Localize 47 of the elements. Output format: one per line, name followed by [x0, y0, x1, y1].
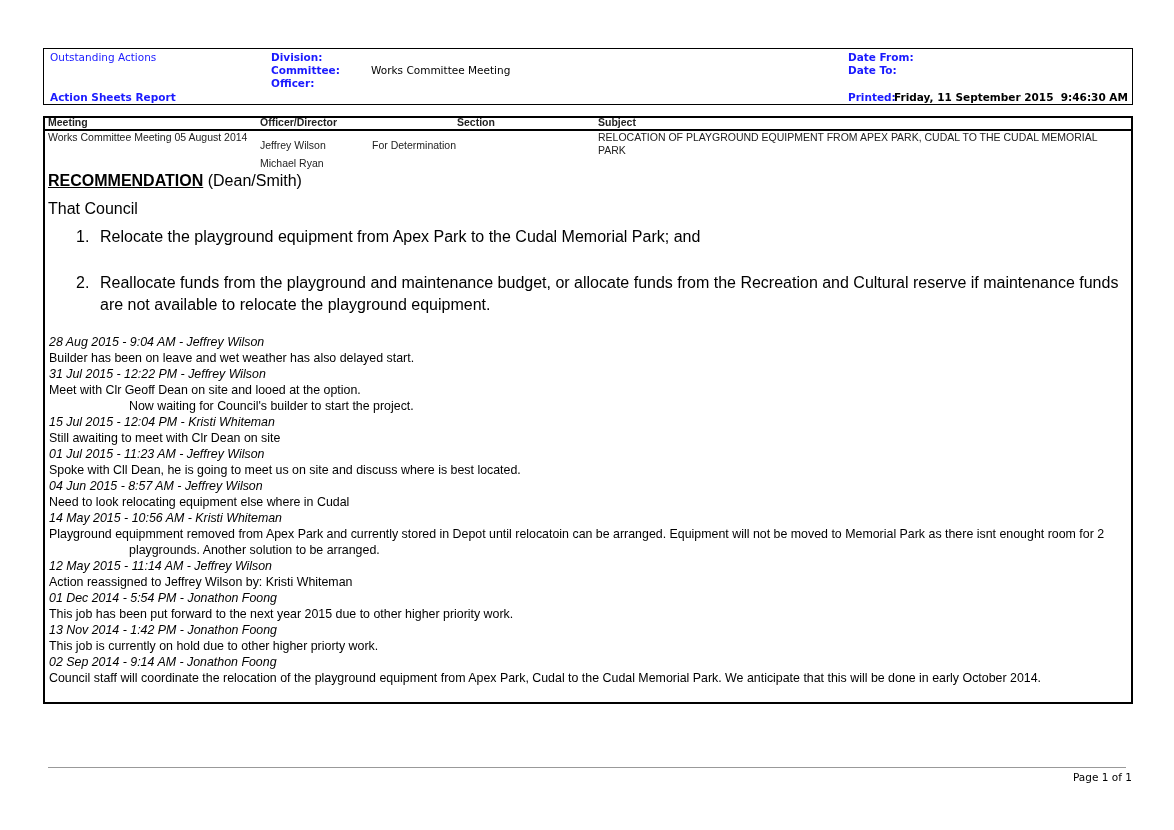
- log-entry-header: 15 Jul 2015 - 12:04 PM - Kristi Whiteman: [49, 414, 276, 430]
- log-entry-text: Now waiting for Council's builder to start the project.: [128, 398, 415, 414]
- table-cell: Michael Ryan: [260, 157, 324, 170]
- log-entry-text: Action reassigned to Jeffrey Wilson by: Kristi Whiteman: [49, 574, 354, 590]
- table-cell: For Determination: [372, 139, 457, 152]
- log-entry-text: Playground equipmment removed from Apex Park and currently stored in Depot until relocatoin can be arranged. Equipment will not be moved to Memorial Park as there isnt enought room for 2 playgrounds. Another solution to be arranged.: [49, 526, 1106, 558]
- column-header: Subject: [598, 116, 636, 129]
- page-number: Page 1 of 1: [1073, 771, 1132, 784]
- table-cell: Works Committee Meeting 05 August 2014: [48, 131, 248, 144]
- log-entry-text: Council staff will coordinate the relocation of the playground equipment from Apex Park, Cudal to the Cudal Memorial Park. We anticipate that this will be done in early October 2014.: [49, 670, 1043, 686]
- column-header: Section: [457, 116, 495, 129]
- field-label: Date From:: [848, 51, 914, 64]
- field-label: Division:: [271, 51, 323, 64]
- log-entry-text: Meet with Clr Geoff Dean on site and looed at the option.: [49, 382, 362, 398]
- table-cell: RELOCATION OF PLAYGROUND EQUIPMENT FROM APEX PARK, CUDAL TO THE CUDAL MEMORIAL PARK: [598, 131, 1098, 157]
- report-category: Outstanding Actions: [50, 51, 157, 64]
- column-header: Officer/Director: [260, 116, 338, 129]
- log-entry-text: Spoke with Cll Dean, he is going to meet us on site and discuss where is best located.: [49, 462, 522, 478]
- log-entry-header: 02 Sep 2014 - 9:14 AM - Jonathon Foong: [49, 654, 278, 670]
- log-entry-header: 01 Dec 2014 - 5:54 PM - Jonathon Foong: [49, 590, 278, 606]
- log-entry-header: 01 Jul 2015 - 11:23 AM - Jeffrey Wilson: [49, 446, 266, 462]
- field-label: Date To:: [848, 64, 897, 77]
- log-entry-text: Builder has been on leave and wet weather has also delayed start.: [49, 350, 416, 366]
- log-entry-header: 14 May 2015 - 10:56 AM - Kristi Whiteman: [49, 510, 283, 526]
- log-entry-header: 12 May 2015 - 11:14 AM - Jeffrey Wilson: [49, 558, 273, 574]
- log-entry-text: This job has been put forward to the next year 2015 due to other higher priority work.: [49, 606, 515, 622]
- list-number: 1.: [76, 227, 90, 247]
- field-label: Committee:: [271, 64, 340, 77]
- table-cell: Jeffrey Wilson: [260, 139, 326, 152]
- log-entry-header: 13 Nov 2014 - 1:42 PM - Jonathon Foong: [49, 622, 278, 638]
- resolution-intro: That Council: [48, 199, 138, 219]
- field-label: Printed:: [848, 91, 896, 104]
- log-entry-header: 31 Jul 2015 - 12:22 PM - Jeffrey Wilson: [49, 366, 267, 382]
- log-entry-header: 28 Aug 2015 - 9:04 AM - Jeffrey Wilson: [49, 334, 266, 350]
- field-label: Officer:: [271, 77, 315, 90]
- log-entry-text: Still awaiting to meet with Clr Dean on site: [49, 430, 282, 446]
- list-item: Relocate the playground equipment from Apex Park to the Cudal Memorial Park; and: [100, 227, 701, 247]
- column-header: Meeting: [48, 116, 88, 129]
- list-number: 2.: [76, 273, 90, 293]
- log-entry-header: 04 Jun 2015 - 8:57 AM - Jeffrey Wilson: [49, 478, 264, 494]
- log-entry-text: Need to look relocating equipment else where in Cudal: [49, 494, 351, 510]
- log-entry-text: This job is currently on hold due to other higher priorty work.: [49, 638, 380, 654]
- recommendation-heading: RECOMMENDATION (Dean/Smith): [48, 171, 302, 191]
- field-value: Works Committee Meeting: [371, 64, 511, 77]
- list-item: Reallocate funds from the playground and maintenance budget, or allocate funds from the Recreation and Cultural reserve if maintenance funds are not available to relocate the playground equipment.: [100, 273, 1120, 315]
- print-timestamp: Friday, 11 September 2015 9:46:30 AM: [894, 91, 1128, 104]
- report-title: Action Sheets Report: [50, 91, 176, 104]
